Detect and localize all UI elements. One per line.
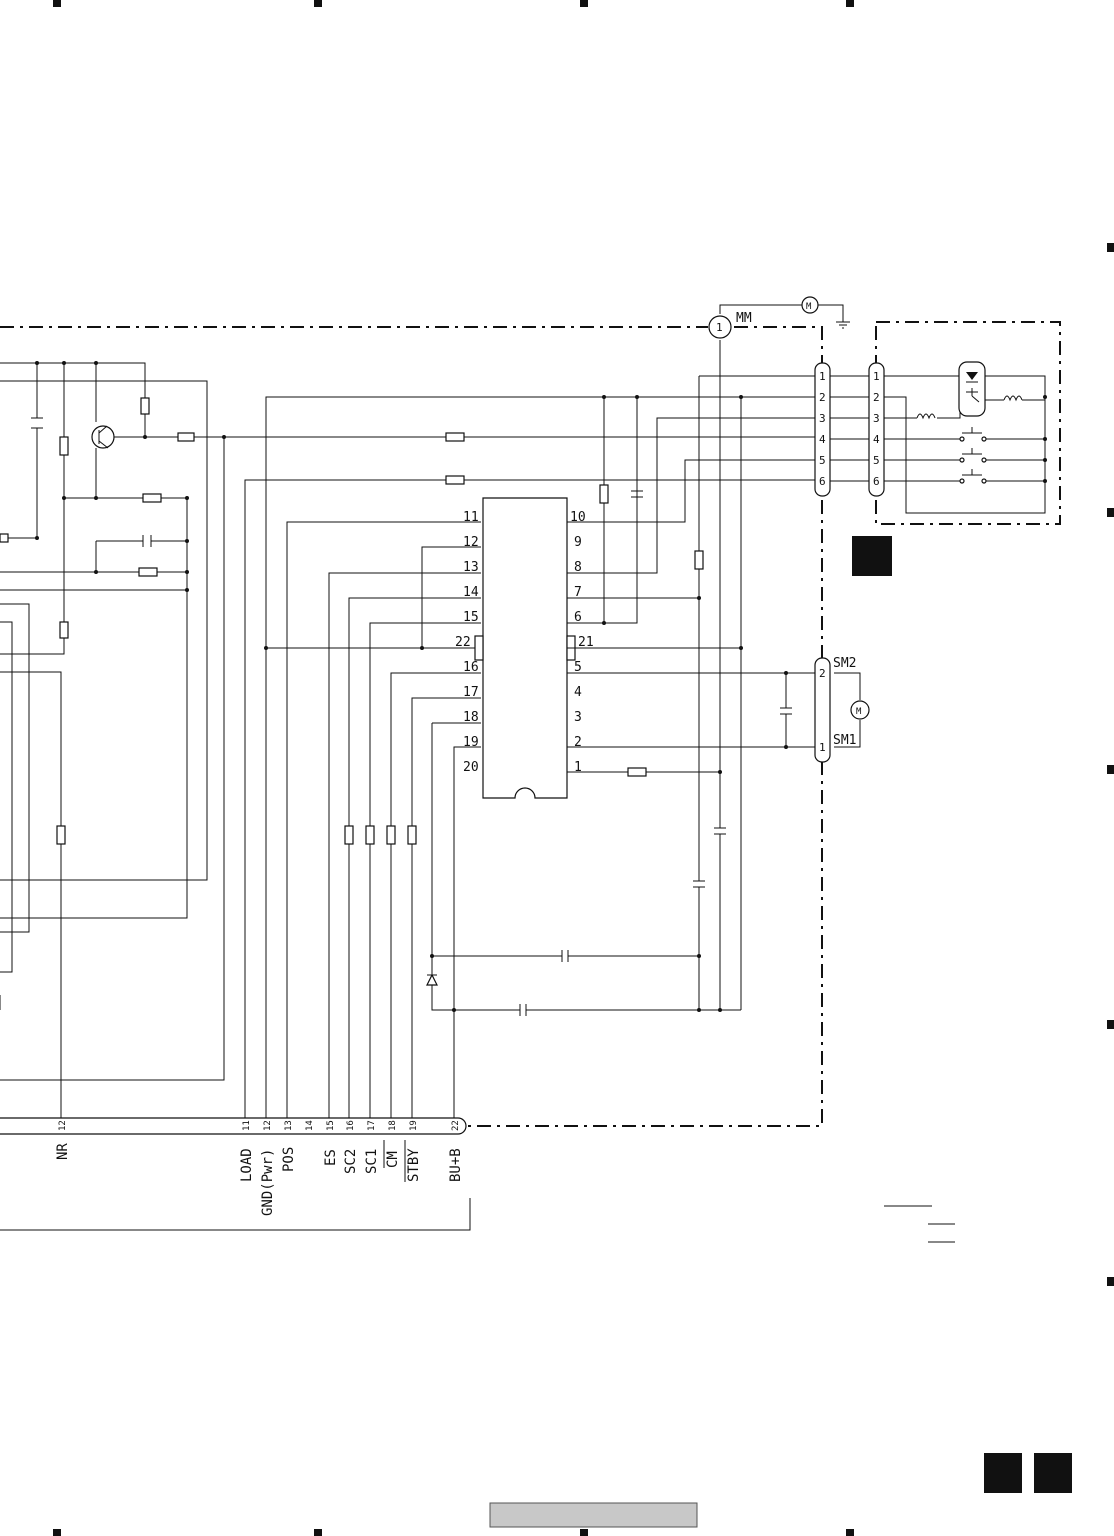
svg-text:3: 3 xyxy=(574,710,582,725)
motor-mm-pin-circle xyxy=(708,315,732,339)
cn1-pin-labels: 1 2 3 4 5 6 xyxy=(819,370,826,488)
svg-text:2: 2 xyxy=(574,735,582,750)
svg-text:18: 18 xyxy=(463,710,479,725)
page-label-box xyxy=(489,1502,698,1528)
motor-sm1-label: SM1 xyxy=(833,733,856,748)
connector-cn1 xyxy=(814,362,831,497)
right-wiring xyxy=(567,304,861,1010)
sm-connector-pin: 2 xyxy=(819,667,826,680)
svg-text:STBY: STBY xyxy=(406,1148,422,1182)
bottom-connector-signals: NR LOAD GND(Pwr) POS ES SC2 SC1 CM STBY … xyxy=(55,1140,464,1216)
svg-text:1: 1 xyxy=(574,760,582,775)
svg-text:19: 19 xyxy=(409,1120,419,1131)
motor-mm-pin: 1 xyxy=(716,321,723,334)
svg-text:POS: POS xyxy=(281,1147,297,1172)
motor-icon-glyph: M xyxy=(856,707,862,717)
svg-text:12: 12 xyxy=(58,1120,68,1131)
page-marker-block xyxy=(984,1453,1022,1493)
svg-text:NR: NR xyxy=(55,1143,71,1160)
svg-text:22: 22 xyxy=(455,635,471,650)
svg-text:6: 6 xyxy=(819,475,826,488)
bottom-connector xyxy=(0,1117,467,1135)
svg-text:8: 8 xyxy=(574,560,582,575)
junction-dots xyxy=(35,361,788,1012)
svg-text:6: 6 xyxy=(873,475,880,488)
bottom-bracket xyxy=(0,1198,471,1231)
svg-text:LOAD: LOAD xyxy=(239,1148,255,1182)
registration-marks xyxy=(53,0,1114,1536)
svg-text:20: 20 xyxy=(463,760,479,775)
svg-text:5: 5 xyxy=(873,454,880,467)
svg-text:2: 2 xyxy=(873,391,880,404)
svg-text:21: 21 xyxy=(578,635,594,650)
bottom-right-bars xyxy=(884,1205,955,1243)
section-marker-block xyxy=(852,536,892,576)
svg-text:4: 4 xyxy=(819,433,826,446)
switch-board-enclosure xyxy=(875,321,1061,525)
svg-text:11: 11 xyxy=(242,1120,252,1131)
svg-text:14: 14 xyxy=(305,1120,315,1131)
svg-text:17: 17 xyxy=(367,1120,377,1131)
svg-text:9: 9 xyxy=(574,535,582,550)
motor-icon xyxy=(801,296,819,314)
left-wiring xyxy=(0,362,822,1118)
switch-board-wiring xyxy=(830,361,1047,514)
svg-text:4: 4 xyxy=(574,685,582,700)
svg-text:19: 19 xyxy=(463,735,479,750)
svg-text:4: 4 xyxy=(873,433,880,446)
svg-text:22: 22 xyxy=(451,1120,461,1131)
svg-text:15: 15 xyxy=(326,1120,336,1131)
svg-text:CM: CM xyxy=(385,1151,401,1168)
svg-text:ES: ES xyxy=(323,1149,339,1166)
switch-icon xyxy=(962,427,982,476)
svg-text:17: 17 xyxy=(463,685,479,700)
motor-icon-glyph: M xyxy=(806,302,812,312)
svg-text:SC1: SC1 xyxy=(364,1149,380,1174)
svg-text:18: 18 xyxy=(388,1120,398,1131)
svg-text:6: 6 xyxy=(574,610,582,625)
svg-text:10: 10 xyxy=(570,510,586,525)
svg-text:16: 16 xyxy=(463,660,479,675)
svg-text:1: 1 xyxy=(873,370,880,383)
page-marker-block xyxy=(1034,1453,1072,1493)
svg-text:3: 3 xyxy=(819,412,826,425)
cn2-pin-labels: 1 2 3 4 5 6 xyxy=(873,370,880,488)
svg-text:14: 14 xyxy=(463,585,479,600)
svg-text:12: 12 xyxy=(463,535,479,550)
ic-left-pin-labels: 11 12 13 14 15 22 16 17 18 19 20 xyxy=(455,510,479,775)
svg-text:5: 5 xyxy=(819,454,826,467)
svg-text:2: 2 xyxy=(819,391,826,404)
svg-text:7: 7 xyxy=(574,585,582,600)
svg-text:15: 15 xyxy=(463,610,479,625)
motor-driver-ic xyxy=(474,497,576,799)
svg-text:SC2: SC2 xyxy=(343,1149,359,1174)
ic-right-pin-labels: 10 9 8 7 6 21 5 4 3 2 1 xyxy=(570,510,594,775)
svg-text:3: 3 xyxy=(873,412,880,425)
mechanism-enclosure xyxy=(0,326,823,1127)
svg-text:11: 11 xyxy=(463,510,479,525)
sm-connector-pin: 1 xyxy=(819,741,826,754)
connector-cn2 xyxy=(868,362,885,497)
connector-sm xyxy=(814,657,831,763)
motor-mm-label: MM xyxy=(736,311,752,326)
svg-text:GND(Pwr): GND(Pwr) xyxy=(260,1149,276,1216)
svg-text:5: 5 xyxy=(574,660,582,675)
svg-text:BU+B: BU+B xyxy=(448,1148,464,1182)
svg-text:16: 16 xyxy=(346,1120,356,1131)
motor-icon xyxy=(850,700,870,720)
motor-sm2-label: SM2 xyxy=(833,656,856,671)
svg-text:13: 13 xyxy=(463,560,479,575)
svg-text:1: 1 xyxy=(819,370,826,383)
bottom-connector-pins: 12 11 12 13 14 15 16 17 18 19 22 xyxy=(58,1120,461,1131)
svg-text:13: 13 xyxy=(284,1120,294,1131)
svg-text:12: 12 xyxy=(263,1120,273,1131)
